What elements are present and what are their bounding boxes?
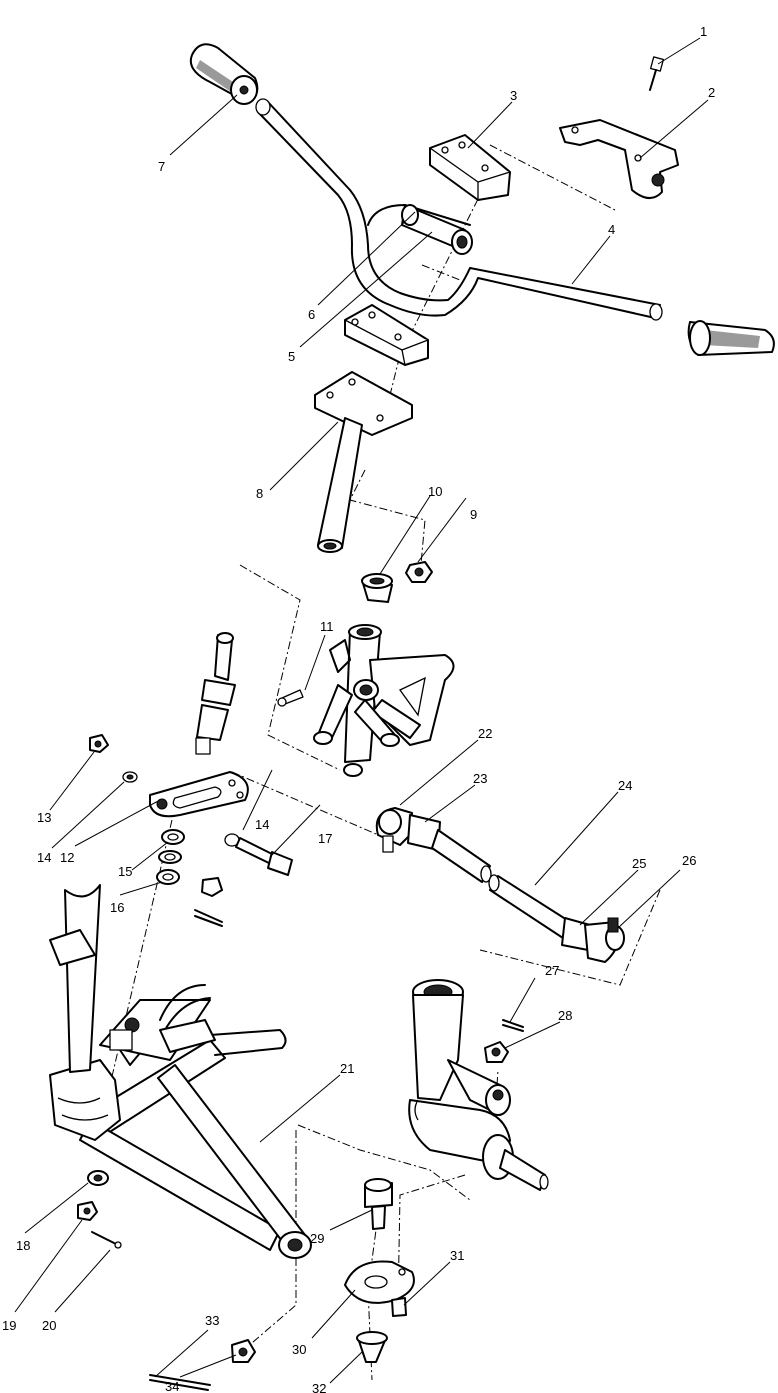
callout-21: 21 — [340, 1061, 354, 1076]
callout-5: 5 — [288, 349, 295, 364]
callout-10: 10 — [428, 484, 442, 499]
callout-12: 12 — [60, 850, 74, 865]
right-grip — [687, 320, 775, 356]
callout-2: 2 — [708, 85, 715, 100]
callout-9: 9 — [470, 507, 477, 522]
bolt — [224, 833, 293, 876]
callout-16: 16 — [110, 900, 124, 915]
callout-22: 22 — [478, 726, 492, 741]
castle-nut-and-cotter — [149, 1339, 256, 1391]
flange-plate — [344, 1260, 415, 1363]
callout-17: 17 — [318, 831, 332, 846]
callout-28: 28 — [558, 1008, 572, 1023]
callout-24: 24 — [618, 778, 632, 793]
callout-34: 34 — [165, 1379, 179, 1393]
callout-29: 29 — [310, 1231, 324, 1246]
callout-25: 25 — [632, 856, 646, 871]
callout-23: 23 — [473, 771, 487, 786]
callout-20: 20 — [42, 1318, 56, 1333]
handlebar-pad — [401, 204, 473, 255]
callout-13: 13 — [37, 810, 51, 825]
callout-18: 18 — [16, 1238, 30, 1253]
pivot-hardware — [77, 1170, 122, 1249]
callout-33: 33 — [205, 1313, 219, 1328]
callout-27: 27 — [545, 963, 559, 978]
callout-26: 26 — [682, 853, 696, 868]
callout-32: 32 — [312, 1381, 326, 1393]
lower-clamp-block — [344, 304, 429, 366]
callout-14-b: 14 — [255, 817, 269, 832]
clamp-bracket — [559, 119, 679, 199]
callout-4: 4 — [608, 222, 615, 237]
callout-6: 6 — [308, 307, 315, 322]
hardware-stack — [89, 734, 223, 927]
pitman-arm — [149, 771, 249, 818]
callout-8: 8 — [256, 486, 263, 501]
ball-joint — [195, 632, 236, 755]
callout-labels: 1 2 3 4 5 6 7 8 9 10 11 12 13 14 14 15 1… — [2, 24, 715, 1393]
bushing — [361, 573, 393, 603]
steering-post — [314, 371, 413, 553]
callout-11: 11 — [320, 619, 334, 634]
frame-section — [277, 624, 455, 777]
callout-31: 31 — [450, 1248, 464, 1263]
upper-clamp-block — [429, 134, 511, 201]
callout-14-a: 14 — [37, 850, 51, 865]
callout-1: 1 — [700, 24, 707, 39]
tie-rod — [375, 807, 625, 963]
screw — [649, 56, 665, 91]
callout-19: 19 — [2, 1318, 16, 1333]
callout-3: 3 — [510, 88, 517, 103]
flange-bolt — [364, 1178, 393, 1230]
leader-lines — [14, 37, 709, 1384]
cotter-pin-and-nut — [484, 1019, 524, 1063]
callout-15: 15 — [118, 864, 132, 879]
callout-30: 30 — [292, 1342, 306, 1357]
steering-knuckle — [408, 979, 549, 1191]
callout-7: 7 — [158, 159, 165, 174]
a-arm — [49, 884, 312, 1259]
left-grip — [189, 43, 259, 105]
nut — [405, 561, 433, 583]
